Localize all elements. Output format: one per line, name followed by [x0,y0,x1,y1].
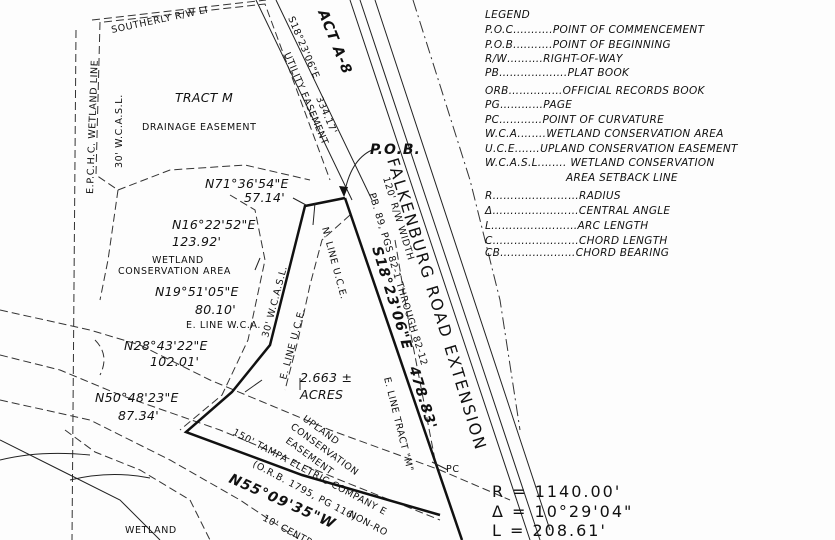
road-centerline [359,0,541,540]
utility-easement-west-line [255,0,353,201]
legend-row: L……………………ARC LENGTH [485,220,648,232]
curve-radius: R = 1140.00' [492,482,621,501]
wetland-ca-label-2: CONSERVATION AREA [118,266,231,277]
legend-row: C……………………CHORD LENGTH [485,235,668,247]
central-easement-line [64,429,211,540]
legend-row: R/W……….RIGHT-OF-WAY [485,53,624,65]
course2-bearing: N16°22'52"E [172,217,256,232]
utility-easement-east-line [275,0,373,201]
legend-row: P.O.C.……….POINT OF COMMENCEMENT [485,24,706,36]
left-boundary-line [71,29,77,540]
curve-delta: Δ = 10°29'04" [492,502,633,521]
course3-distance: 80.10' [195,302,236,317]
main-distance-label: 478.83' [405,364,440,432]
e-line-tract-m [394,239,436,461]
tampa-electric-north-line [0,309,511,501]
wetland-ca-label-1: WETLAND [152,255,204,266]
wca-west-line [99,189,119,301]
legend-row: PB……………….PLAT BOOK [485,67,630,79]
legend-title: LEGEND [485,9,530,21]
course3-bearing: N19°51'05"E [155,284,239,299]
course5-distance: 87.34' [118,408,159,423]
legend-row: U.C.E.……UPLAND CONSERVATION EASEMENT [485,143,739,155]
legend-row: AREA SETBACK LINE [565,172,678,184]
legend-row: Δ……………………CENTRAL ANGLE [484,205,670,217]
wetland-line-segment [95,21,119,191]
n-line-uce-label: N. LINE U.C.E. [319,226,349,301]
e-line-wca-label: E. LINE W.C.A. [186,320,261,331]
course4-distance: 102.01' [150,354,199,369]
legend-row: PC…………POINT OF CURVATURE [485,114,664,126]
legend-row: R……………………RADIUS [485,190,621,202]
legend-row: PG…………PAGE [485,99,572,111]
area-value: 2.663 ± [300,370,352,385]
course2-distance: 123.92' [172,234,221,249]
bottom-wetland-line-2 [69,473,151,481]
pc-label: PC [446,464,460,475]
pob-label: P.O.B. [370,142,421,158]
tract-m-label: TRACT M [175,90,233,105]
tampa-electric-south-line [0,399,301,540]
road-east-edge [412,0,521,431]
legend-row: W.C.A.…….WETLAND CONSERVATION AREA [485,128,724,140]
n-line-uce [284,214,351,391]
legend-row: W.C.A.S.L.……. WETLAND CONSERVATION [485,157,715,169]
epchc-line-label: E.P.C.H.C. WETLAND LINE [85,60,101,195]
bottom-diagonal-line [0,439,161,540]
area-unit: ACRES [299,387,343,402]
course1-arrow [292,197,307,206]
legend-list: P.O.C.……….POINT OF COMMENCEMENT P.O.B.………… [484,24,739,259]
legend-row: ORB……………OFFICIAL RECORDS BOOK [485,85,706,97]
course1-arrow-2 [312,202,316,226]
southerly-rw-label: SOUTHERLY R/W LI [110,5,209,36]
tampa-electric-mid-line [0,354,441,521]
wcasl-line [179,194,266,431]
curve-length: L = 208.61' [492,521,607,540]
course1-bearing: N71°36'54"E [205,176,289,191]
road-centerline-offset [349,0,531,540]
legend-row: P.O.B.……….POINT OF BEGINNING [485,39,671,51]
wetland-pocket-line [94,339,105,376]
drainage-easement-label: DRAINAGE EASEMENT [142,122,257,133]
road-east-rw [374,0,551,531]
bottom-wetland-line [0,452,91,461]
tract-m-boundary [103,3,331,181]
wca-north-line [117,164,311,191]
course4-bearing: N28°43'22"E [124,338,208,353]
wcasl-30-label: 30' W.C.A.S.L. [114,94,125,168]
southerly-rw-line [91,0,267,21]
wcasl-arrow [244,379,263,393]
wca-arrow [254,257,261,271]
legend-row: CB…………………CHORD BEARING [485,247,669,259]
pob-leader [343,149,373,197]
course5-bearing: N50°48'23"E [95,390,179,405]
wetland-bottom-label: WETLAND [125,525,177,536]
course1-distance: 57.14' [244,190,285,205]
parcel-boundary [183,196,441,517]
parcel-east-boundary [343,197,464,540]
pc-leader [431,461,449,471]
pob-arrow-icon [339,186,348,197]
tract-a8-label: ACT A-8 [314,7,355,77]
